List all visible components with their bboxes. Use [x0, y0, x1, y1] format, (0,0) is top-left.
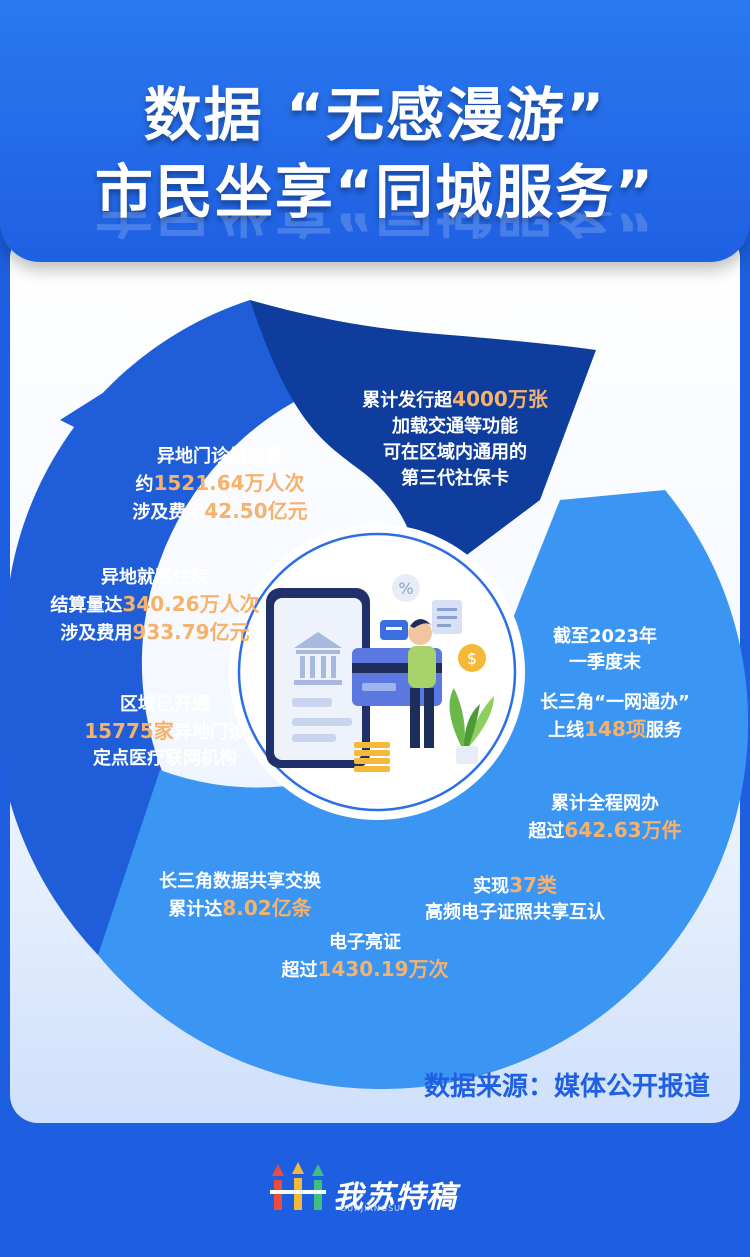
brand-logo: 我苏特稿 OURJIANGSU: [268, 1160, 488, 1220]
percent-icon: %: [392, 574, 420, 602]
as-of-text: 截至2023年 一季度末: [552, 626, 658, 673]
arrow-top-segment: [250, 300, 596, 590]
inpatient-text: 异地就医住院 结算量达340.26万人次 涉及费用933.79亿元: [50, 567, 260, 644]
dollar-coin-icon: $: [458, 644, 486, 672]
logo-mark-icon: [270, 1162, 326, 1210]
plant-icon: [449, 688, 494, 764]
bank-icon: [294, 632, 342, 685]
online-text: 累计全程网办 超过642.63万件: [528, 793, 682, 842]
center-ring: [237, 532, 517, 812]
svg-text:$: $: [467, 649, 477, 668]
title-line-1: 数据 “无感漫游”: [143, 81, 607, 149]
clinics-text: 区域已开通 15775家异地门诊 定点医疗联网机构: [84, 694, 246, 769]
arrow-left-segment-body: [5, 300, 323, 780]
coin-stack: [354, 742, 390, 772]
logo-subtext: OURJIANGSU: [340, 1204, 402, 1213]
center-illustration: % $: [266, 574, 494, 772]
title-reflection: 市民坐享“同城服务”: [0, 212, 750, 256]
data-source: 数据来源：媒体公开报道: [423, 1072, 710, 1102]
svg-text:%: %: [398, 579, 413, 598]
e-license-text: 电子亮证 超过1430.19万次: [281, 932, 449, 981]
one-net-text: 长三角“一网通办” 上线148项服务: [540, 692, 690, 741]
person-figure: [408, 619, 436, 748]
data-share-text: 长三角数据共享交换 累计达8.02亿条: [159, 871, 321, 920]
outpatient-text: 异地门诊结算量 约1521.64万人次 涉及费用42.50亿元: [132, 446, 308, 523]
title-line-2: 市民坐享“同城服务”: [94, 158, 656, 226]
page-header: 数据 “无感漫游” 市民坐享“同城服务” 市民坐享“同城服务”: [0, 0, 750, 262]
document-icon: [432, 600, 462, 634]
chat-bubble-icon: [380, 620, 408, 640]
certs-text: 实现37类 高频电子证照共享互认: [425, 873, 605, 923]
social-card-text: 累计发行超4000万张 加载交通等功能 可在区域内通用的 第三代社保卡: [362, 387, 548, 489]
logo-text: 我苏特稿: [333, 1180, 457, 1215]
